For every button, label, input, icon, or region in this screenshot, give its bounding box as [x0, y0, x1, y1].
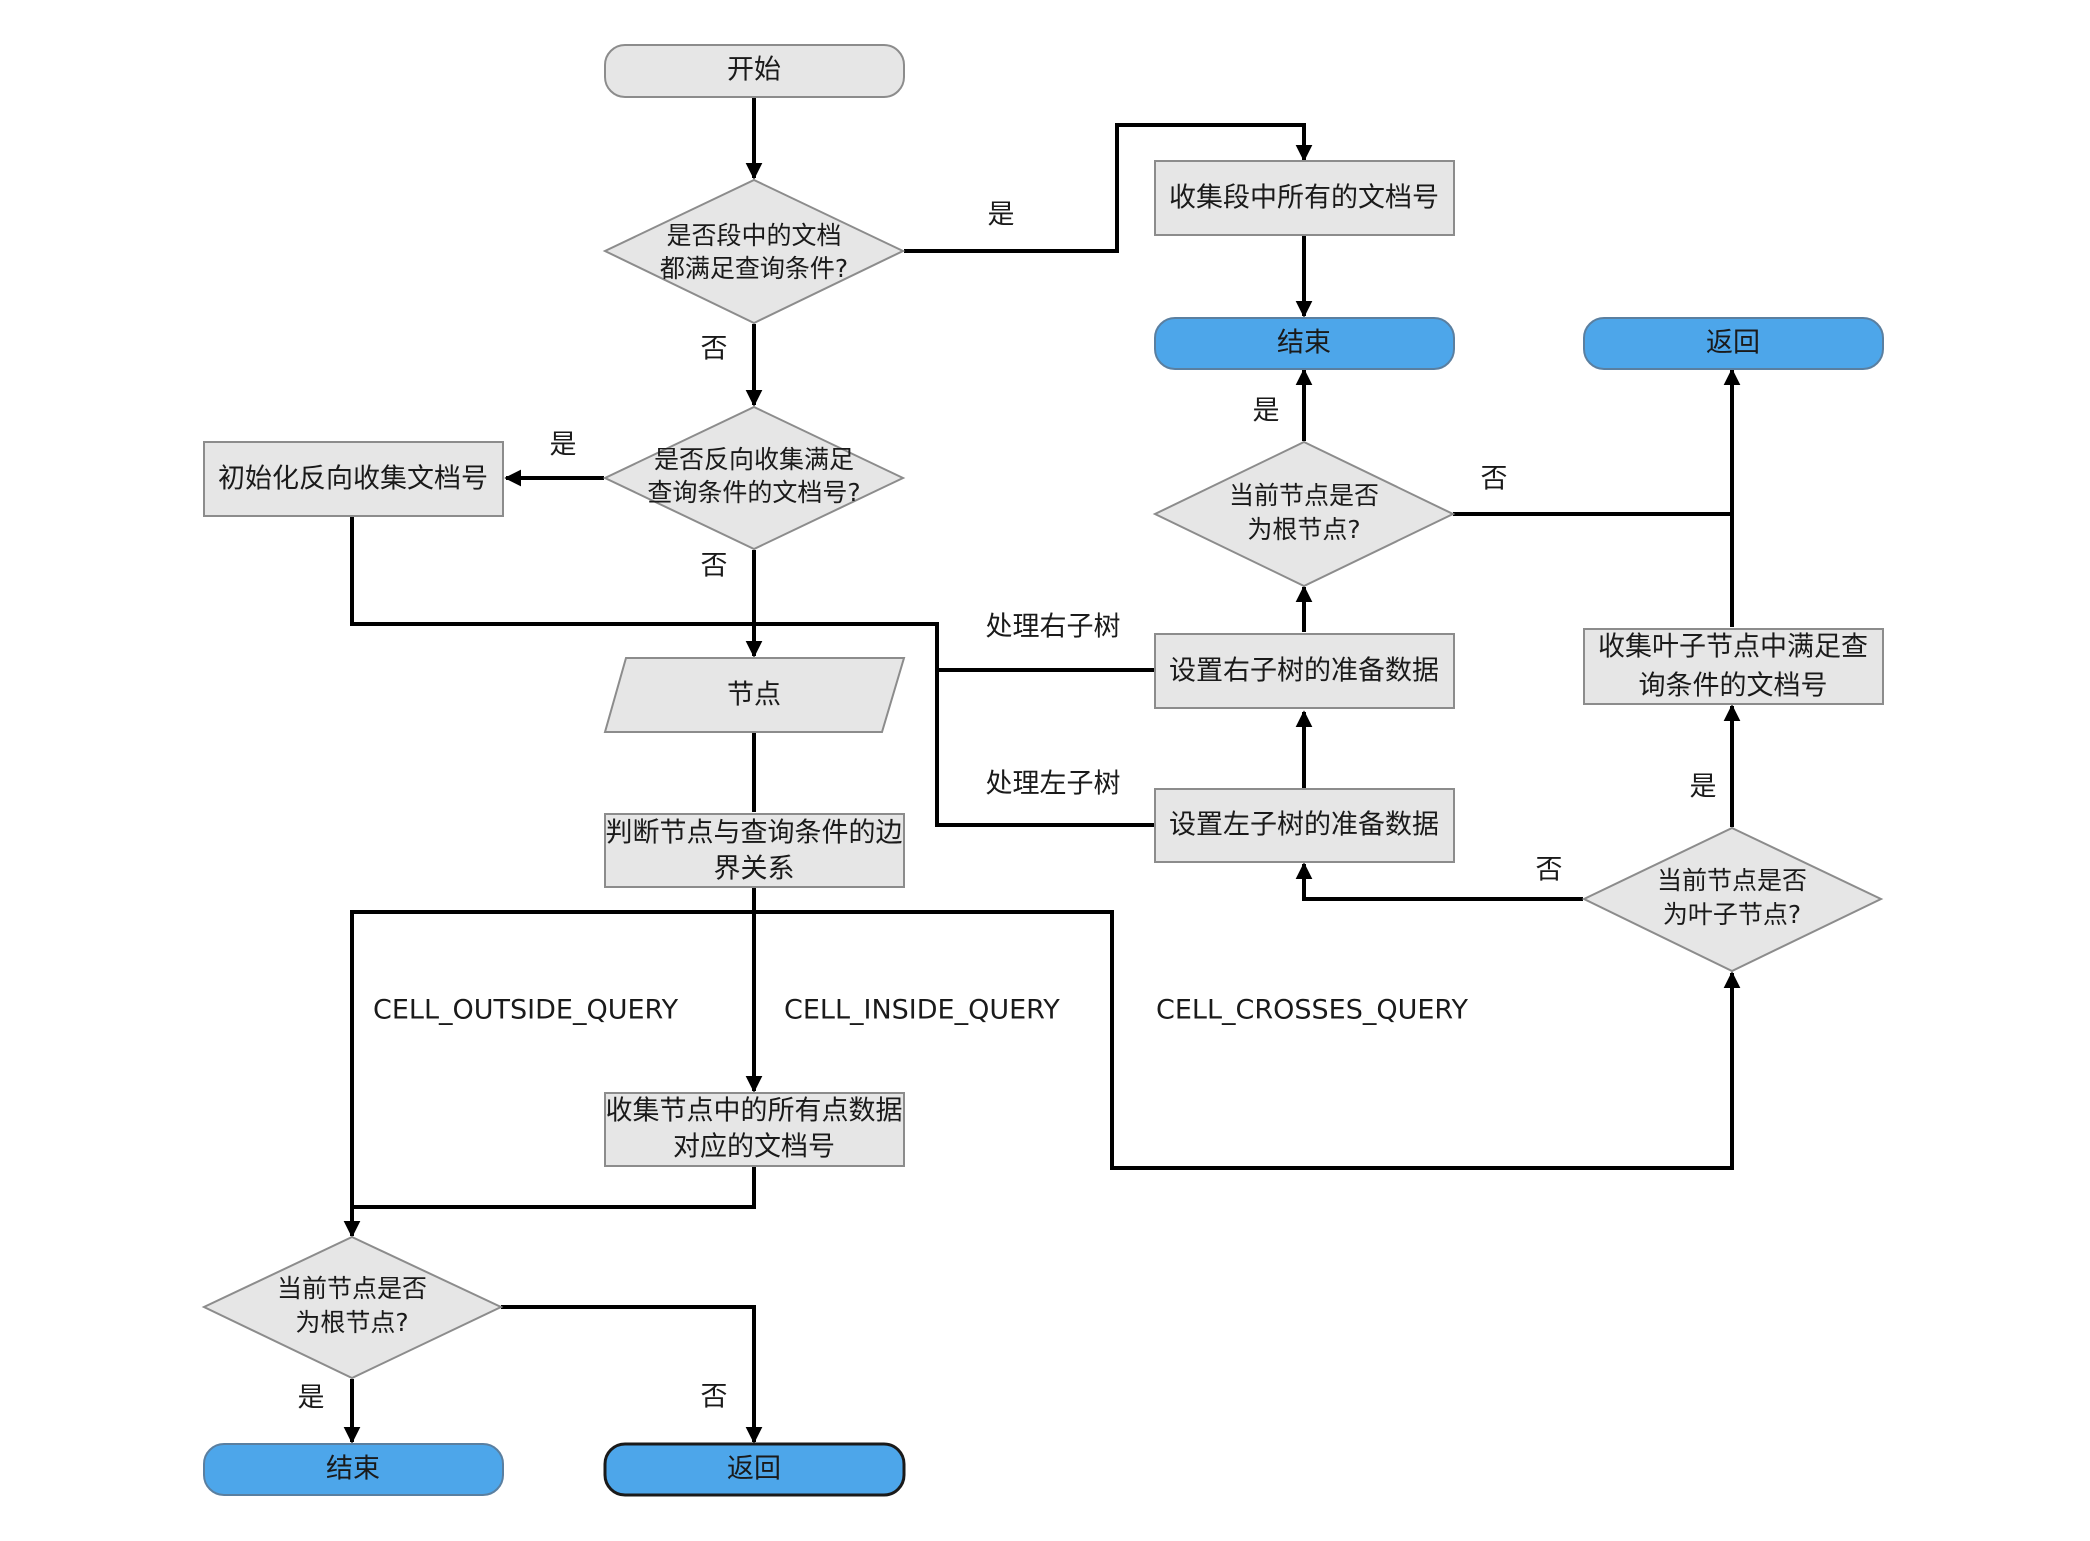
- node-collect-all-points: 收集节点中的所有点数据 对应的文档号: [604, 1092, 905, 1167]
- label-process-left: 处理左子树: [986, 769, 1121, 800]
- edge-crosses: [754, 910, 1741, 1170]
- node-input: 节点: [603, 657, 906, 733]
- label-yes-collect-all: 是: [988, 200, 1015, 231]
- node-start: 开始: [604, 44, 905, 98]
- label-yes-end-bottom: 是: [298, 1383, 325, 1414]
- label-yes-init-inverse: 是: [550, 430, 577, 461]
- label-yes-end-top: 是: [1253, 396, 1280, 427]
- node-collect-leaf: 收集叶子节点中满足查 询条件的文档号: [1583, 628, 1884, 705]
- node-q-inverse-line1: 是否反向收集满足: [654, 445, 854, 474]
- node-input-label: 节点: [727, 680, 781, 711]
- node-q-root-bottom-line2: 为根节点?: [295, 1308, 408, 1337]
- node-init-inverse: 初始化反向收集文档号: [203, 441, 504, 517]
- node-collect-leaf-line1: 收集叶子节点中满足查: [1598, 632, 1868, 663]
- edge-outside: [343, 910, 754, 1238]
- node-set-right: 设置右子树的准备数据: [1154, 633, 1455, 709]
- node-q-all-match-line1: 是否段中的文档: [666, 221, 841, 250]
- edge-init-to-node: [350, 516, 754, 626]
- node-q-root-top-line1: 当前节点是否: [1229, 481, 1379, 510]
- node-collect-all-docs: 收集段中所有的文档号: [1154, 160, 1455, 236]
- node-judge-relation-line2: 界关系: [714, 854, 795, 885]
- node-judge-relation: 判断节点与查询条件的边 界关系: [604, 813, 905, 888]
- node-q-root-bottom: 当前节点是否 为根节点?: [201, 1235, 504, 1380]
- node-q-all-match: 是否段中的文档 都满足查询条件?: [602, 178, 906, 325]
- edge-labels: 是 否 是 否 是 否 处理右子树 处理左子树 是 否 是 否 CELL_OUT…: [298, 200, 1717, 1414]
- node-return-bottom: 返回: [603, 1442, 906, 1497]
- node-q-root-top: 当前节点是否 为根节点?: [1152, 440, 1456, 588]
- node-q-leaf-line2: 为叶子节点?: [1663, 900, 1801, 929]
- node-collect-all-points-line1: 收集节点中的所有点数据: [606, 1096, 903, 1127]
- node-q-leaf-line1: 当前节点是否: [1657, 866, 1807, 895]
- node-q-inverse-line2: 查询条件的文档号?: [647, 478, 860, 507]
- edge-q-leaf-no: [1295, 862, 1583, 901]
- node-q-leaf: 当前节点是否 为叶子节点?: [1581, 826, 1884, 973]
- node-start-label: 开始: [727, 55, 781, 86]
- node-end-top: 结束: [1154, 317, 1455, 370]
- edge-q-all-yes: [904, 123, 1313, 253]
- node-set-left: 设置左子树的准备数据: [1154, 788, 1455, 863]
- edge-collect-points-to-root: [352, 1167, 756, 1209]
- label-no-leaf: 否: [1536, 855, 1563, 886]
- label-case-outside: CELL_OUTSIDE_QUERY: [373, 995, 679, 1026]
- label-no-after-inverse: 否: [701, 551, 728, 582]
- node-end-top-label: 结束: [1277, 328, 1331, 359]
- label-case-crosses: CELL_CROSSES_QUERY: [1156, 995, 1468, 1026]
- label-case-inside: CELL_INSIDE_QUERY: [784, 995, 1060, 1026]
- label-no-after-all-match: 否: [701, 334, 728, 365]
- label-no-return-top: 否: [1481, 464, 1508, 495]
- label-no-return-bottom: 否: [701, 1382, 728, 1413]
- node-set-right-label: 设置右子树的准备数据: [1169, 656, 1439, 687]
- node-collect-all-docs-label: 收集段中所有的文档号: [1169, 183, 1439, 214]
- node-q-root-top-line2: 为根节点?: [1247, 515, 1360, 544]
- node-collect-leaf-line2: 询条件的文档号: [1639, 671, 1828, 702]
- edge-bottom-no: [501, 1305, 763, 1444]
- node-return-top-label: 返回: [1706, 328, 1760, 359]
- node-init-inverse-label: 初始化反向收集文档号: [218, 464, 488, 495]
- edge-process-left: [754, 622, 1154, 827]
- edges: [343, 98, 1741, 1444]
- node-q-root-bottom-line1: 当前节点是否: [277, 1274, 427, 1303]
- node-collect-all-points-line2: 对应的文档号: [673, 1132, 835, 1163]
- node-return-top: 返回: [1583, 317, 1884, 370]
- node-q-all-match-line2: 都满足查询条件?: [660, 254, 848, 283]
- label-process-right: 处理右子树: [986, 612, 1121, 643]
- node-set-left-label: 设置左子树的准备数据: [1169, 810, 1439, 841]
- node-judge-relation-line1: 判断节点与查询条件的边: [606, 818, 903, 849]
- node-end-bottom-label: 结束: [326, 1454, 380, 1485]
- node-return-bottom-label: 返回: [727, 1454, 781, 1485]
- node-q-inverse: 是否反向收集满足 查询条件的文档号?: [602, 405, 906, 551]
- label-yes-leaf: 是: [1690, 772, 1717, 803]
- node-end-bottom: 结束: [203, 1443, 504, 1496]
